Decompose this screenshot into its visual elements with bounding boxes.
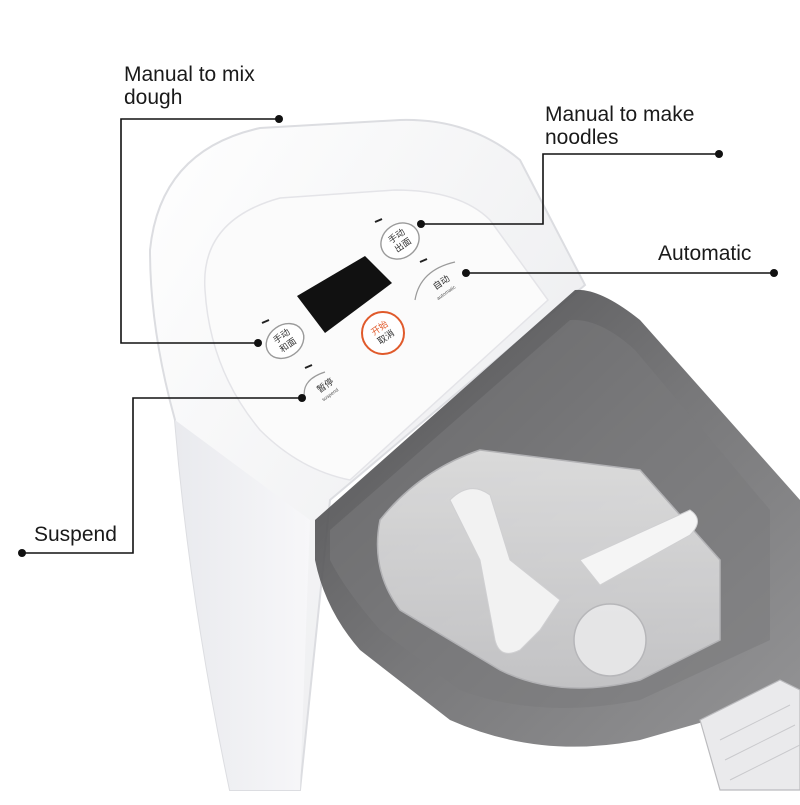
led-display [297, 256, 392, 333]
leader-lines [22, 118, 774, 554]
leader-dots [18, 115, 778, 557]
callout-manual-noodles: Manual to make noodles [545, 103, 695, 149]
extrusion-head [699, 679, 800, 791]
manual-noodles-button[interactable]: 手动 出面 [374, 216, 426, 267]
start-cancel-button[interactable]: 开始 取消 [361, 311, 405, 355]
callout-manual-mix: Manual to mix dough [124, 63, 255, 109]
callout-automatic: Automatic [658, 242, 752, 265]
manual-mix-button[interactable]: 手动 和面 [259, 316, 310, 365]
mixing-paddle [449, 488, 698, 677]
leader-manual-mix [120, 118, 279, 344]
leader-suspend [22, 397, 302, 554]
callout-suspend: Suspend [34, 523, 117, 546]
leader-manual-noodles [421, 153, 719, 225]
